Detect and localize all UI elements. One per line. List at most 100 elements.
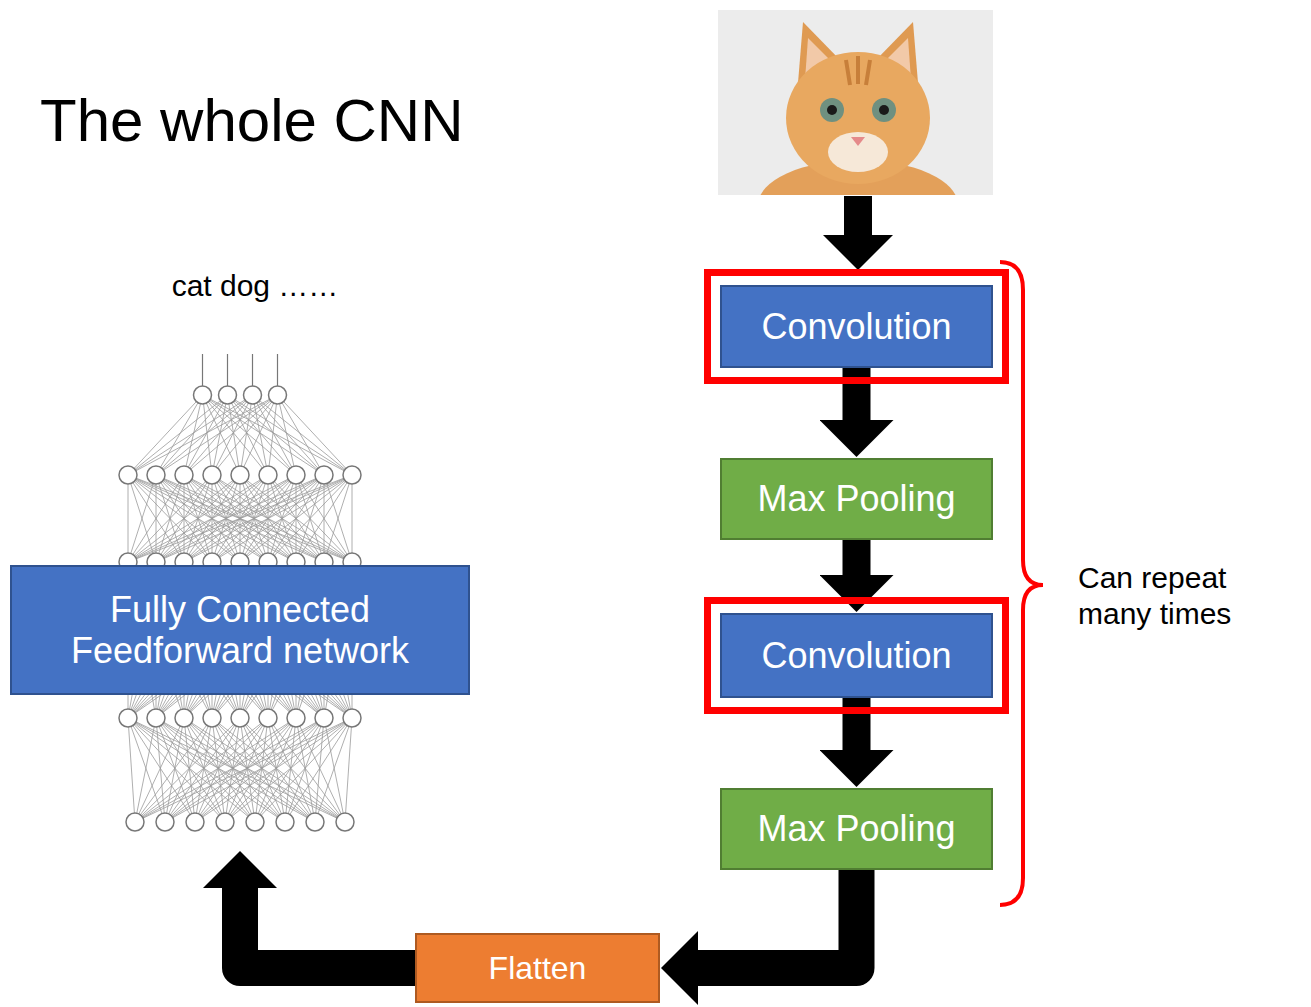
network-link (128, 395, 278, 475)
pooling-box: Max Pooling (720, 788, 993, 870)
repeat-brace (1000, 262, 1043, 905)
network-link (128, 475, 184, 562)
neuron (246, 813, 264, 831)
flow-arrow (843, 368, 871, 420)
input-arrow (823, 196, 893, 270)
network-link (156, 395, 278, 475)
repeat-note: Can repeat many times (1078, 560, 1256, 632)
neuron (287, 466, 305, 484)
neuron (156, 813, 174, 831)
network-label: Fully Connected Feedforward network (10, 565, 470, 695)
network-link (296, 718, 315, 822)
network-link (345, 718, 352, 822)
neuron (259, 466, 277, 484)
box-label: Convolution (761, 306, 951, 347)
neuron (219, 386, 237, 404)
network-link (240, 395, 278, 475)
network-link (128, 475, 184, 562)
network-link (128, 475, 352, 562)
neuron (119, 709, 137, 727)
network-link (135, 718, 352, 822)
network-link (128, 475, 324, 562)
cat-head (786, 52, 930, 184)
network-link (352, 475, 353, 562)
network-link (128, 475, 129, 562)
neuron (259, 709, 277, 727)
network-link (135, 718, 240, 822)
network-link (212, 475, 352, 562)
network-link (296, 475, 352, 562)
neuron (231, 466, 249, 484)
network-link (240, 475, 352, 562)
network-link (128, 475, 324, 562)
cat-muzzle (828, 132, 888, 172)
convolution-box: Convolution (720, 613, 993, 698)
neuron (216, 813, 234, 831)
network-link (128, 475, 212, 562)
network-link (156, 475, 352, 562)
cat-photo (718, 10, 993, 195)
network-link (278, 395, 353, 475)
network-link (184, 395, 278, 475)
network-link (225, 718, 296, 822)
neuron (336, 813, 354, 831)
network-link (128, 475, 296, 562)
neuron (244, 386, 262, 404)
box-label: Max Pooling (757, 808, 955, 849)
photo-background (718, 10, 993, 195)
box-label: Flatten (489, 950, 587, 987)
arrow-shaft (844, 196, 872, 236)
network-link (296, 475, 352, 562)
network-link (195, 718, 296, 822)
neuron (315, 709, 333, 727)
flow-arrow (240, 888, 415, 968)
neuron (287, 709, 305, 727)
network-link (135, 718, 268, 822)
network-link (128, 475, 240, 562)
network-link (255, 718, 324, 822)
network-link (128, 475, 240, 562)
network-link (255, 718, 352, 822)
network-link (128, 718, 315, 822)
network-link (128, 718, 345, 822)
neuron (147, 709, 165, 727)
network-link (165, 718, 268, 822)
network-link (156, 718, 345, 822)
network-link (195, 718, 324, 822)
convolution-box: Convolution (720, 285, 993, 368)
network-link (240, 475, 352, 562)
cat-eye (820, 98, 844, 122)
network-link (278, 395, 297, 475)
cat-pupil (827, 105, 837, 115)
network-link (212, 475, 352, 562)
network-link (135, 718, 156, 822)
network-outputs (203, 354, 278, 395)
neuron (343, 466, 361, 484)
network-link (225, 718, 352, 822)
network-link (165, 718, 296, 822)
neuron (276, 813, 294, 831)
diagram-title: The whole CNN (40, 86, 464, 155)
neuron (126, 813, 144, 831)
network-link (156, 395, 253, 475)
neuron (186, 813, 204, 831)
box-label: Max Pooling (757, 478, 955, 519)
network-link (135, 718, 324, 822)
network-link (225, 718, 240, 822)
network-link (184, 475, 352, 562)
network-link (135, 718, 212, 822)
network-link (324, 475, 352, 562)
network-link (195, 718, 352, 822)
network-link (268, 475, 352, 562)
cat-eye (872, 98, 896, 122)
neuron (175, 466, 193, 484)
network-link (195, 718, 212, 822)
network-link (128, 475, 212, 562)
neuron (231, 709, 249, 727)
network-link (285, 718, 352, 822)
network-link (203, 395, 353, 475)
pooling-box: Max Pooling (720, 458, 993, 540)
network-link (315, 718, 352, 822)
network-link (324, 475, 352, 562)
